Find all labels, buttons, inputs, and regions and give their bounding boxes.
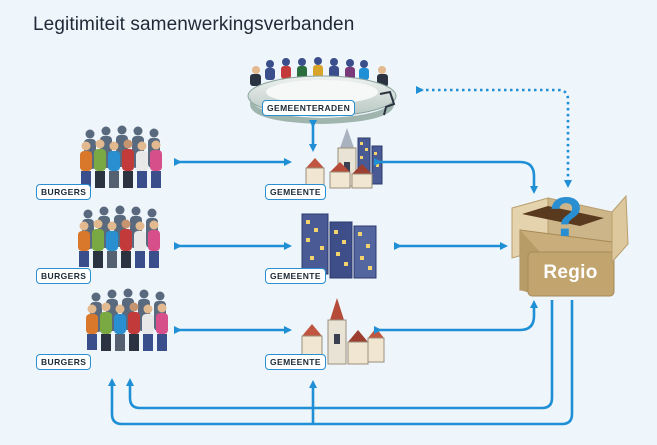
- label-burgers-1: BURGERS: [36, 184, 92, 200]
- label-gemeente-2: GEMEENTE: [265, 268, 326, 284]
- label-regio: Regio: [543, 262, 598, 283]
- question-mark: ?: [549, 185, 583, 248]
- page-title: Legitimiteit samenwerkingsverbanden: [33, 14, 355, 35]
- question-box-icon: ?: [511, 185, 629, 297]
- label-burgers-3: BURGERS: [36, 354, 92, 370]
- arrows: [108, 86, 574, 426]
- label-gemeenteraden: GEMEENTERADEN: [262, 100, 356, 116]
- label-gemeente-3: GEMEENTE: [265, 354, 326, 370]
- label-burgers-2: BURGERS: [36, 268, 92, 284]
- town-icon: [305, 128, 383, 189]
- apartment-buildings-icon: [301, 213, 377, 279]
- label-gemeente-1: GEMEENTE: [265, 184, 326, 200]
- citizens-group-icon: [78, 125, 168, 351]
